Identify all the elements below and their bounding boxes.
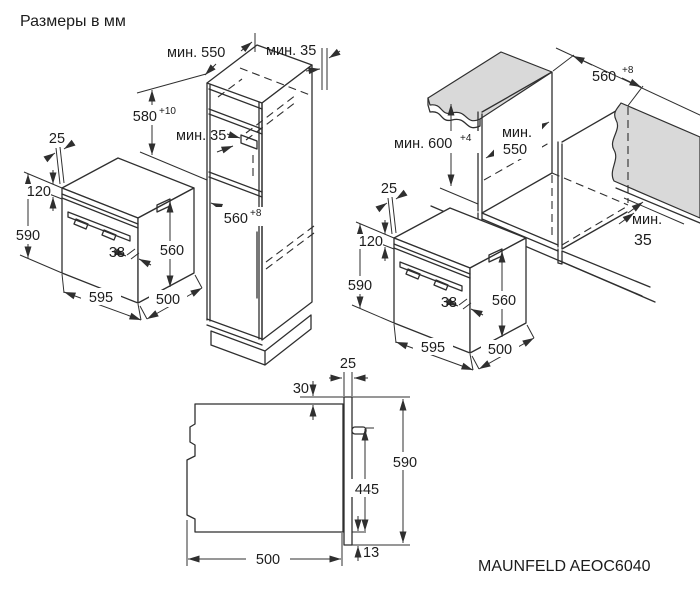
base-rear-gap-label-2: 35 xyxy=(634,232,652,249)
oven-body-height-label: 560 xyxy=(160,243,184,259)
countertop-right xyxy=(611,102,700,219)
column-cabinet-drawing: мин. 550 мин. 35 580 +10 мин. 35 560 +8 xyxy=(119,33,341,366)
side-view-drawing: 25 30 590 445 500 13 xyxy=(186,356,423,568)
base-rear-gap-label-1: мин. xyxy=(632,212,662,228)
column-niche-width-tol: +8 xyxy=(250,208,262,219)
oven-body-height-label: 560 xyxy=(492,293,516,309)
side-height-label: 590 xyxy=(393,455,417,471)
oven-width-label: 595 xyxy=(89,290,113,306)
base-niche-width-label: 560 xyxy=(592,69,616,85)
right-oven-drawing: 25 590 120 38 560 595 500 xyxy=(343,181,535,371)
page-title: Размеры в мм xyxy=(20,13,126,30)
oven-height-label: 590 xyxy=(16,228,40,244)
column-niche-height-label: 580 xyxy=(133,109,157,125)
oven-width-label: 595 xyxy=(421,340,445,356)
oven-depth-label: 500 xyxy=(488,342,512,358)
base-cabinet-drawing: 560 +8 мин. 35 мин. 6 xyxy=(391,47,700,303)
column-vent-gap-label: мин. 35 xyxy=(176,128,226,144)
oven-depth-label: 500 xyxy=(156,292,180,308)
base-niche-width-tol: +8 xyxy=(622,65,634,76)
oven-panel-height-label: 120 xyxy=(27,184,51,200)
countertop-left xyxy=(427,51,553,122)
column-top-depth-label: мин. 550 xyxy=(167,45,225,61)
base-niche-height-tol: +4 xyxy=(460,133,472,144)
oven-handle-depth-label: 38 xyxy=(441,295,457,311)
oven-panel-height-label: 120 xyxy=(359,234,383,250)
oven-height-label: 590 xyxy=(348,278,372,294)
side-depth-label: 500 xyxy=(256,552,280,568)
oven-door-gap-label: 25 xyxy=(381,181,397,197)
base-niche-height-label: мин. 600 xyxy=(394,136,452,152)
side-door-thickness-label: 25 xyxy=(340,356,356,372)
side-bottom-gap-label: 13 xyxy=(363,545,379,561)
base-depth-label-1: мин. xyxy=(502,125,532,141)
side-top-gap-label: 30 xyxy=(293,381,309,397)
column-niche-height-tol: +10 xyxy=(159,106,176,117)
column-rear-gap-label: мин. 35 xyxy=(266,43,316,59)
oven-handle-depth-label: 38 xyxy=(109,245,125,261)
base-depth-label-2: 550 xyxy=(503,142,527,158)
column-niche-width-label: 560 xyxy=(224,211,248,227)
oven-door-gap-label: 25 xyxy=(49,131,65,147)
model-name: MAUNFELD AEOC6040 xyxy=(478,558,651,575)
side-inner-height-label: 445 xyxy=(355,482,379,498)
left-oven-drawing: 25 590 120 38 560 595 xyxy=(11,131,203,321)
